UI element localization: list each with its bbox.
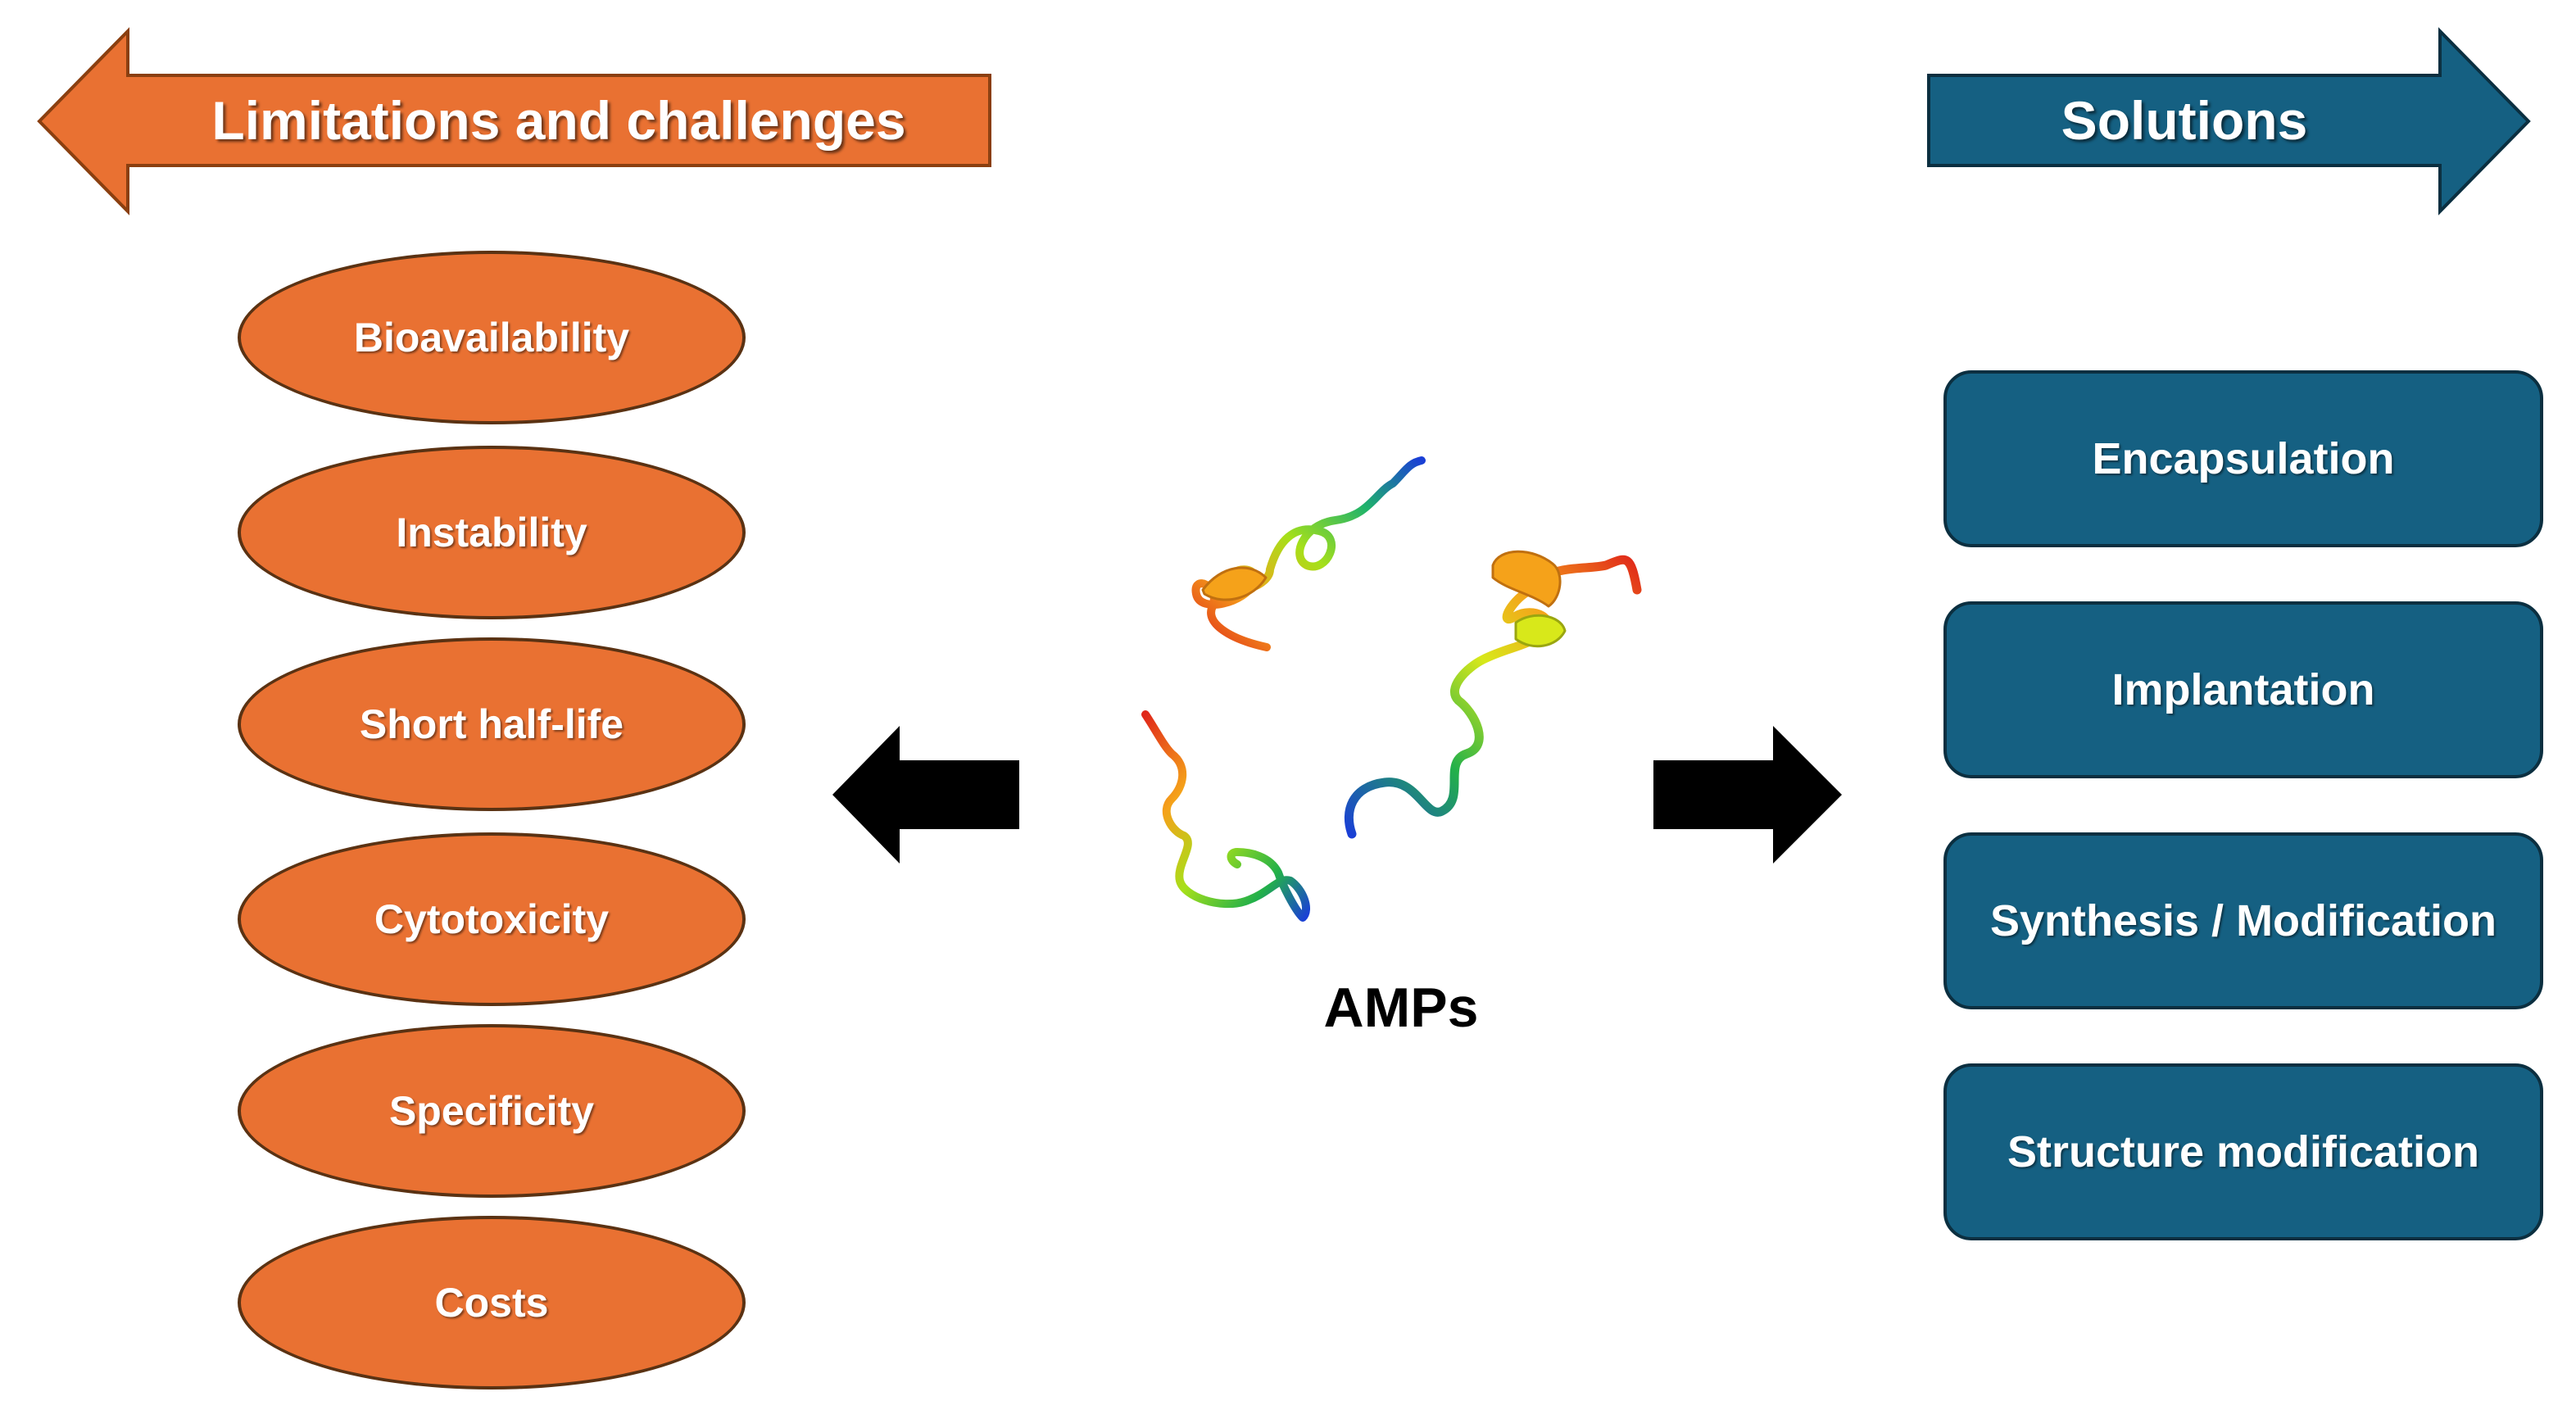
peptide-helix-2 bbox=[1491, 550, 1562, 608]
limitation-oval-instability: Instability bbox=[238, 446, 746, 619]
peptide-helix-2b bbox=[1514, 614, 1567, 648]
solution-box-structure-modification: Structure modification bbox=[1943, 1063, 2543, 1240]
peptide-ribbon-2 bbox=[1344, 555, 1642, 839]
peptide-structures-icon bbox=[1141, 456, 1642, 922]
peptide-ribbon-3 bbox=[1141, 710, 1310, 922]
left-pointer-arrow bbox=[832, 726, 1019, 864]
right-pointer-arrow bbox=[1653, 726, 1842, 864]
peptide-helix-1 bbox=[1201, 566, 1268, 601]
limitation-oval-cytotoxicity: Cytotoxicity bbox=[238, 832, 746, 1006]
limitation-oval-short-half-life: Short half-life bbox=[238, 637, 746, 811]
limitation-oval-costs: Costs bbox=[238, 1216, 746, 1390]
limitation-oval-bioavailability: Bioavailability bbox=[238, 251, 746, 424]
peptide-ribbon-1 bbox=[1191, 456, 1426, 651]
right-banner-title: Solutions bbox=[2061, 90, 2308, 151]
left-banner-arrow bbox=[37, 27, 991, 215]
solution-box-encapsulation: Encapsulation bbox=[1943, 370, 2543, 547]
right-banner-arrow bbox=[1927, 27, 2531, 215]
left-banner-title: Limitations and challenges bbox=[211, 90, 906, 151]
center-label-amps: AMPs bbox=[1323, 977, 1479, 1039]
solution-box-synthesis-modification: Synthesis / Modification bbox=[1943, 832, 2543, 1009]
solution-box-implantation: Implantation bbox=[1943, 601, 2543, 778]
limitation-oval-specificity: Specificity bbox=[238, 1024, 746, 1198]
